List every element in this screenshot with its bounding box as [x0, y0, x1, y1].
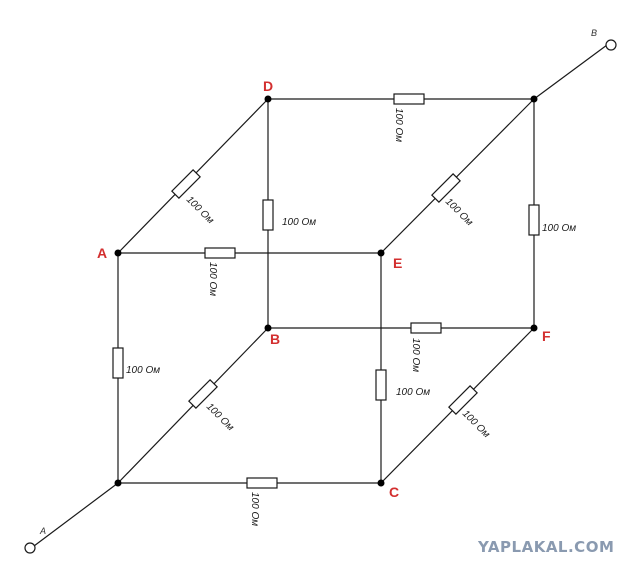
resistor-label: 100 Ом	[443, 196, 475, 228]
watermark: YAPLAKAL.COM	[477, 538, 614, 556]
terminal-out-label: B	[591, 28, 597, 38]
resistor-label: 100 Ом	[207, 262, 218, 296]
resistor	[171, 169, 201, 199]
vertex-label-a: A	[97, 245, 107, 261]
terminal-out[interactable]	[605, 39, 617, 51]
edge-c-f: 100 Ом	[380, 327, 535, 484]
edge-b-node-f: 100 Ом	[268, 322, 534, 372]
terminal-in-label: A	[39, 526, 46, 536]
resistor-label: 100 Ом	[396, 387, 430, 398]
vertex-label-f: F	[542, 328, 551, 344]
node-a[interactable]	[114, 249, 122, 257]
vertex-label-d: D	[263, 78, 273, 94]
resistor	[246, 477, 278, 489]
vertex-label-e: E	[393, 255, 402, 271]
node-lower-left[interactable]	[114, 479, 122, 487]
vertex-label-c: C	[389, 484, 399, 500]
node-c[interactable]	[377, 479, 385, 487]
node-top-right[interactable]	[530, 95, 538, 103]
lead-out-wire	[533, 44, 608, 100]
edge-b-f: 100 Ом	[528, 99, 576, 328]
resistor	[431, 173, 461, 203]
edge-a-c-left: 100 Ом	[112, 253, 160, 483]
edge-e-c: 100 Ом	[375, 253, 430, 483]
resistor-label: 100 Ом	[184, 194, 216, 226]
node-f[interactable]	[530, 324, 538, 332]
resistor-label: 100 Ом	[204, 401, 236, 433]
terminal-in[interactable]	[24, 542, 36, 554]
resistor-label: 100 Ом	[282, 217, 316, 228]
edge-left-c: 100 Ом	[118, 477, 381, 526]
resistor	[262, 199, 274, 231]
resistor	[375, 369, 387, 401]
edge-d-back: 100 Ом	[262, 99, 316, 328]
edge-a-e: 100 Ом	[118, 247, 381, 296]
vertex-label-b: B	[270, 331, 280, 347]
resistor-label: 100 Ом	[410, 338, 421, 372]
resistor-label: 100 Ом	[126, 365, 160, 376]
resistor	[528, 204, 540, 236]
resistor	[448, 385, 478, 415]
edge-a-d: 100 Ом	[117, 98, 269, 254]
node-e[interactable]	[377, 249, 385, 257]
resistor-label: 100 Ом	[542, 223, 576, 234]
resistor-label: 100 Ом	[393, 108, 404, 142]
resistor	[410, 322, 442, 334]
resistor-label: 100 Ом	[249, 492, 260, 526]
node-b[interactable]	[264, 324, 272, 332]
resistor	[112, 347, 124, 379]
resistor	[204, 247, 236, 259]
resistor-label: 100 Ом	[460, 408, 492, 440]
node-d[interactable]	[264, 95, 272, 103]
lead-in-wire	[33, 482, 119, 547]
edge-d-b: 100 Ом	[268, 93, 534, 142]
edge-left-b: 100 Ом	[117, 327, 269, 484]
resistor	[188, 379, 218, 409]
resistor	[393, 93, 425, 105]
